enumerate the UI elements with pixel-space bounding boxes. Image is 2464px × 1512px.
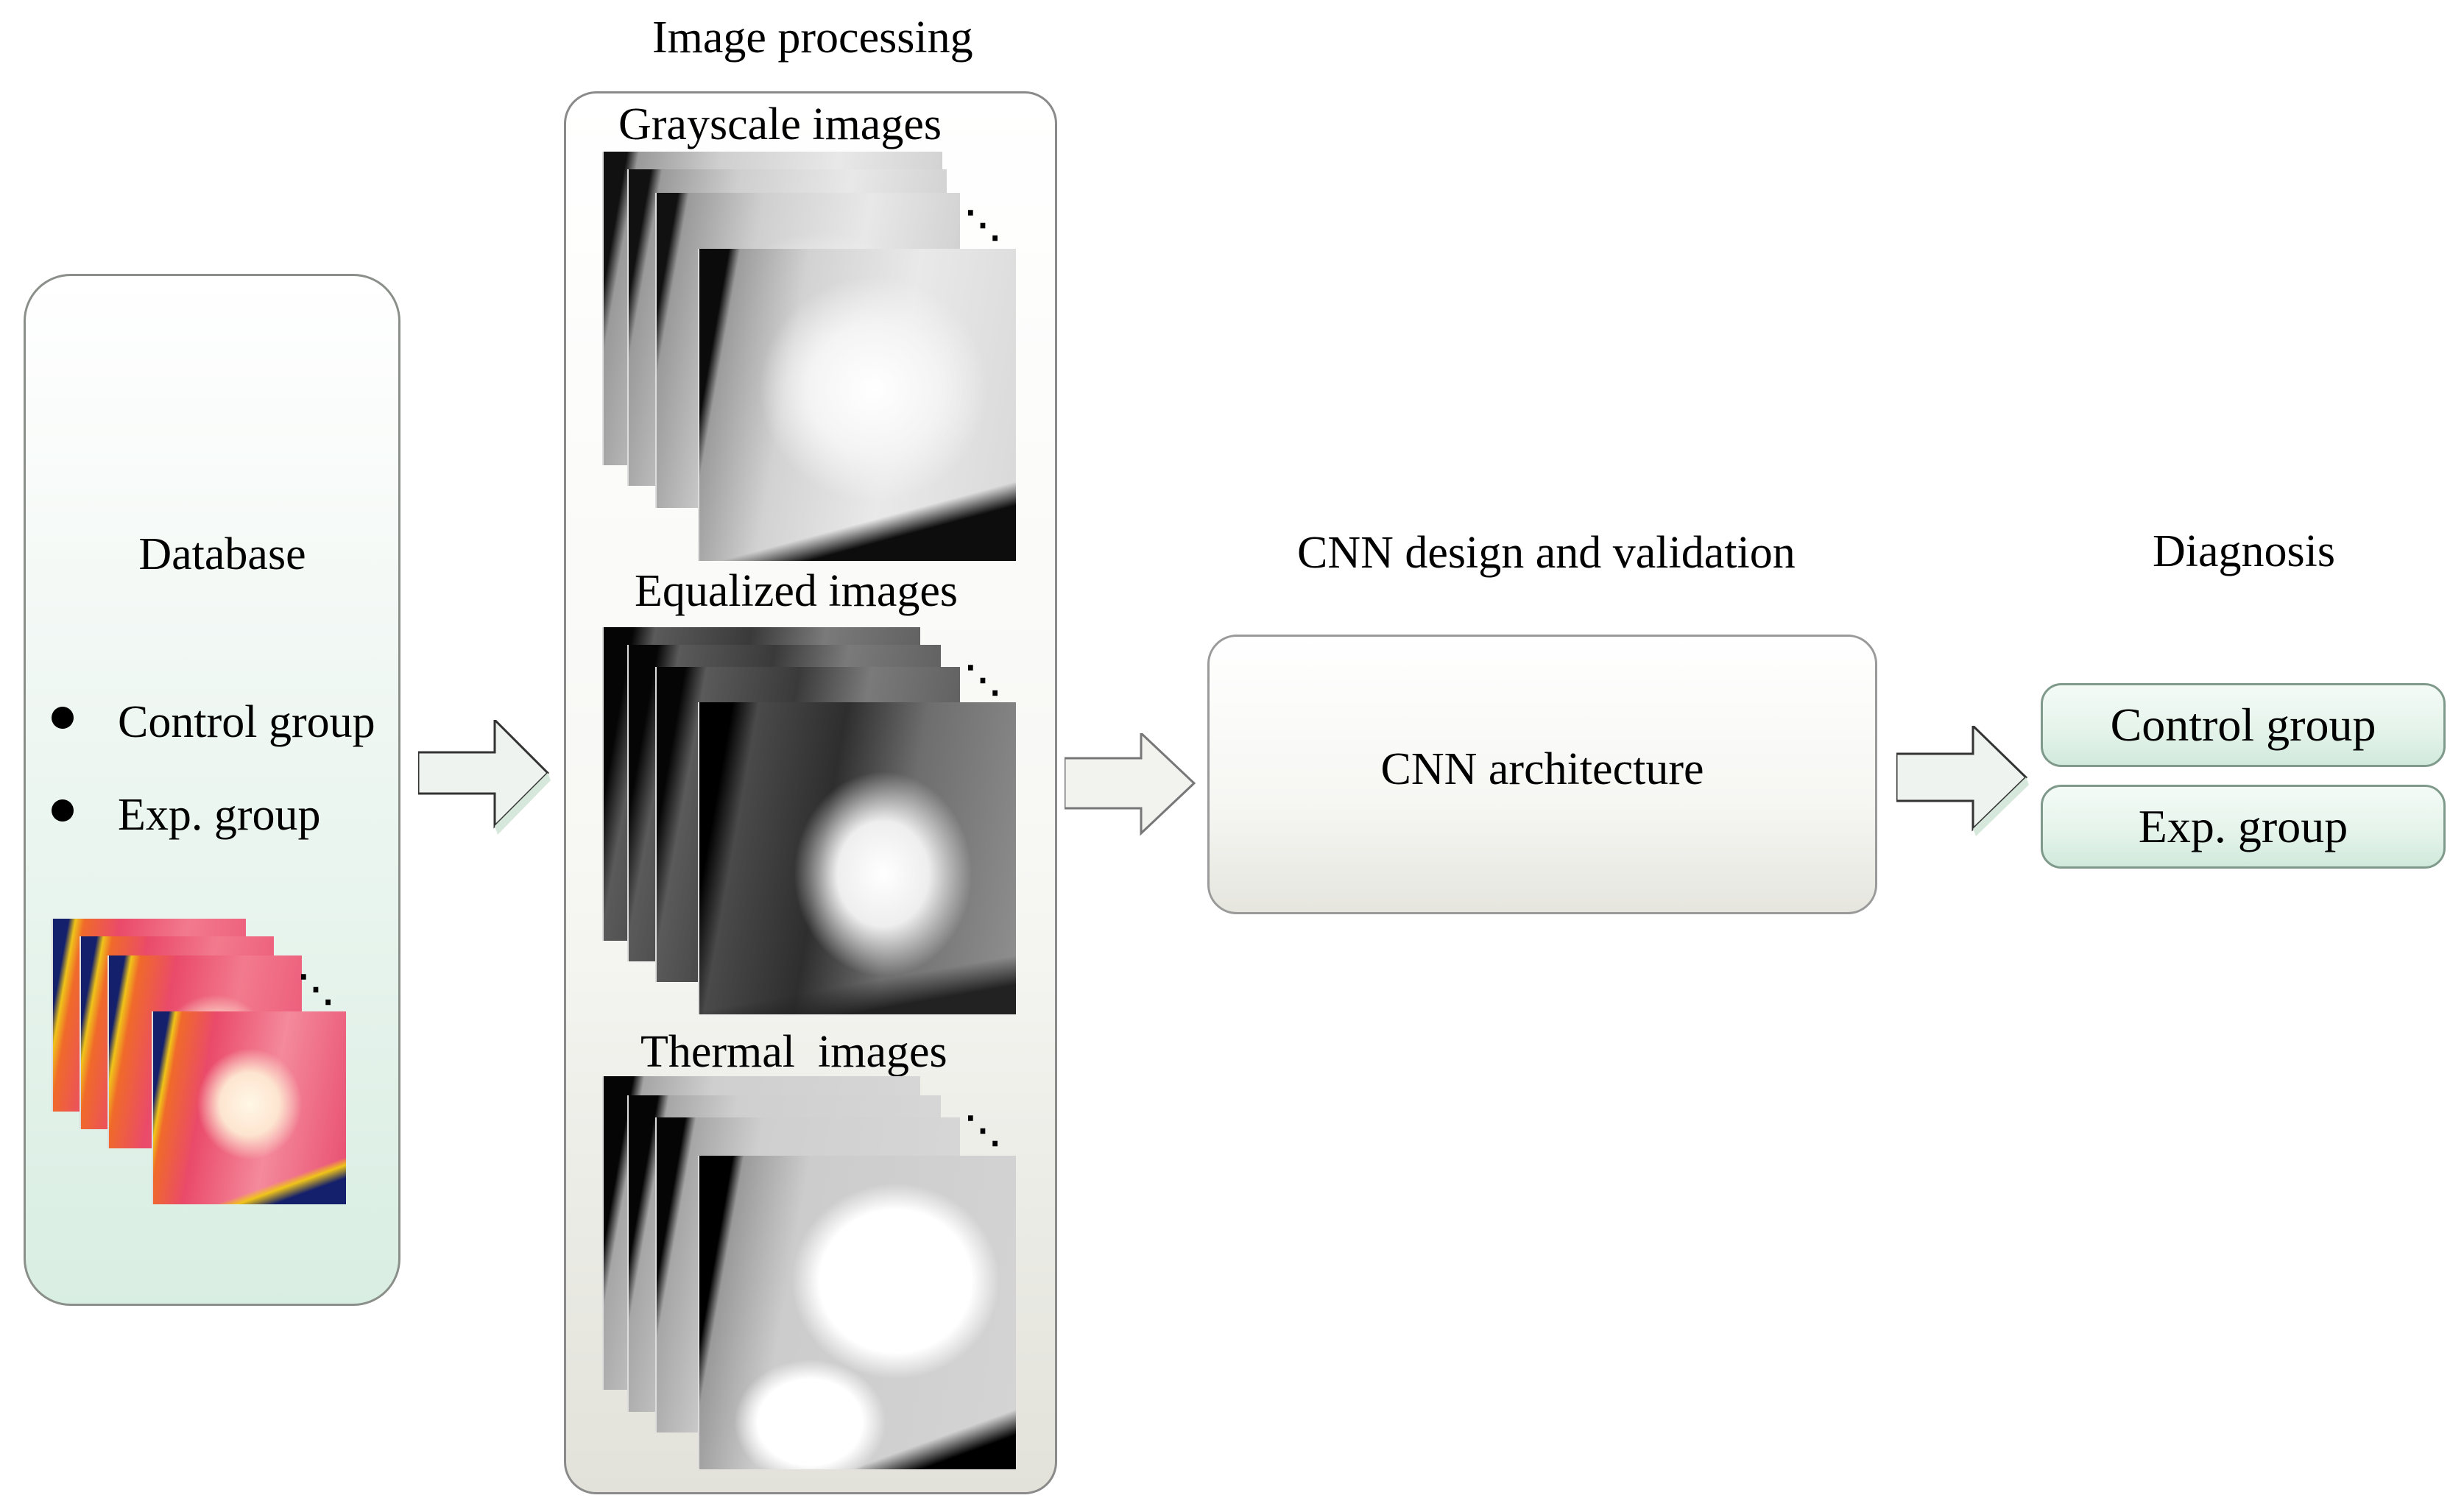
cnn-architecture-label: CNN architecture xyxy=(1380,744,1704,794)
diagnosis-exp-group-box: Exp. group xyxy=(2041,785,2446,869)
equalized-image xyxy=(698,702,1016,1014)
database-item-exp-group: Exp. group xyxy=(118,790,321,840)
diagnosis-exp-group-label: Exp. group xyxy=(2138,800,2348,852)
image-processing-title: Image processing xyxy=(652,13,973,63)
more-images-ellipsis: ⋱ xyxy=(964,204,1003,245)
database-title: Database xyxy=(138,529,306,579)
more-images-ellipsis: ⋱ xyxy=(297,968,336,1009)
thermal-image xyxy=(698,1156,1016,1469)
grayscale-image xyxy=(698,249,1016,561)
more-images-ellipsis: ⋱ xyxy=(964,659,1003,700)
cnn-design-title: CNN design and validation xyxy=(1297,528,1796,578)
diagnosis-title: Diagnosis xyxy=(2153,526,2335,576)
flow-arrow-icon xyxy=(1896,726,2029,836)
flow-arrow-icon xyxy=(1065,733,1196,836)
cnn-architecture-box xyxy=(1207,635,1877,914)
thermal-images-label: Thermal images xyxy=(640,1027,947,1077)
equalized-images-label: Equalized images xyxy=(635,566,958,616)
diagnosis-control-group-label: Control group xyxy=(2110,699,2376,751)
bullet-icon xyxy=(52,707,74,729)
flow-arrow-icon xyxy=(418,720,551,835)
thermogram-image xyxy=(152,1011,346,1204)
more-images-ellipsis: ⋱ xyxy=(964,1109,1003,1151)
diagnosis-control-group-box: Control group xyxy=(2041,683,2446,767)
database-item-control-group: Control group xyxy=(118,697,375,747)
bullet-icon xyxy=(52,799,74,822)
grayscale-images-label: Grayscale images xyxy=(618,99,942,149)
